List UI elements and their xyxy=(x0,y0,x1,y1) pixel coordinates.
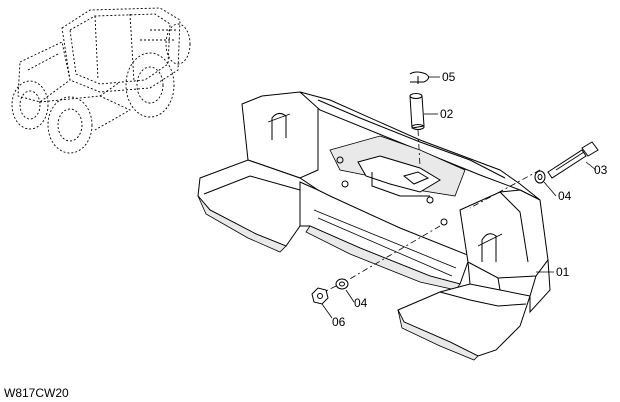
washer-lower xyxy=(335,278,349,290)
washer-right xyxy=(534,170,546,184)
callout-04-right: 04 xyxy=(558,189,572,203)
assembly-lines xyxy=(323,129,541,293)
callout-04-lower: 04 xyxy=(354,296,368,310)
callout-03: 03 xyxy=(594,163,608,177)
pin xyxy=(409,93,425,130)
ballast-weight xyxy=(197,91,551,361)
drawing-code: W817CW20 xyxy=(4,386,69,400)
callout-01: 01 xyxy=(556,265,570,279)
nut xyxy=(311,287,329,305)
leader-lines xyxy=(321,76,597,319)
callout-02: 02 xyxy=(440,107,454,121)
callout-06: 06 xyxy=(332,315,346,329)
callout-05: 05 xyxy=(442,70,456,84)
clip xyxy=(409,71,430,84)
tractor-thumbnail xyxy=(11,7,191,154)
bolt xyxy=(547,141,599,179)
